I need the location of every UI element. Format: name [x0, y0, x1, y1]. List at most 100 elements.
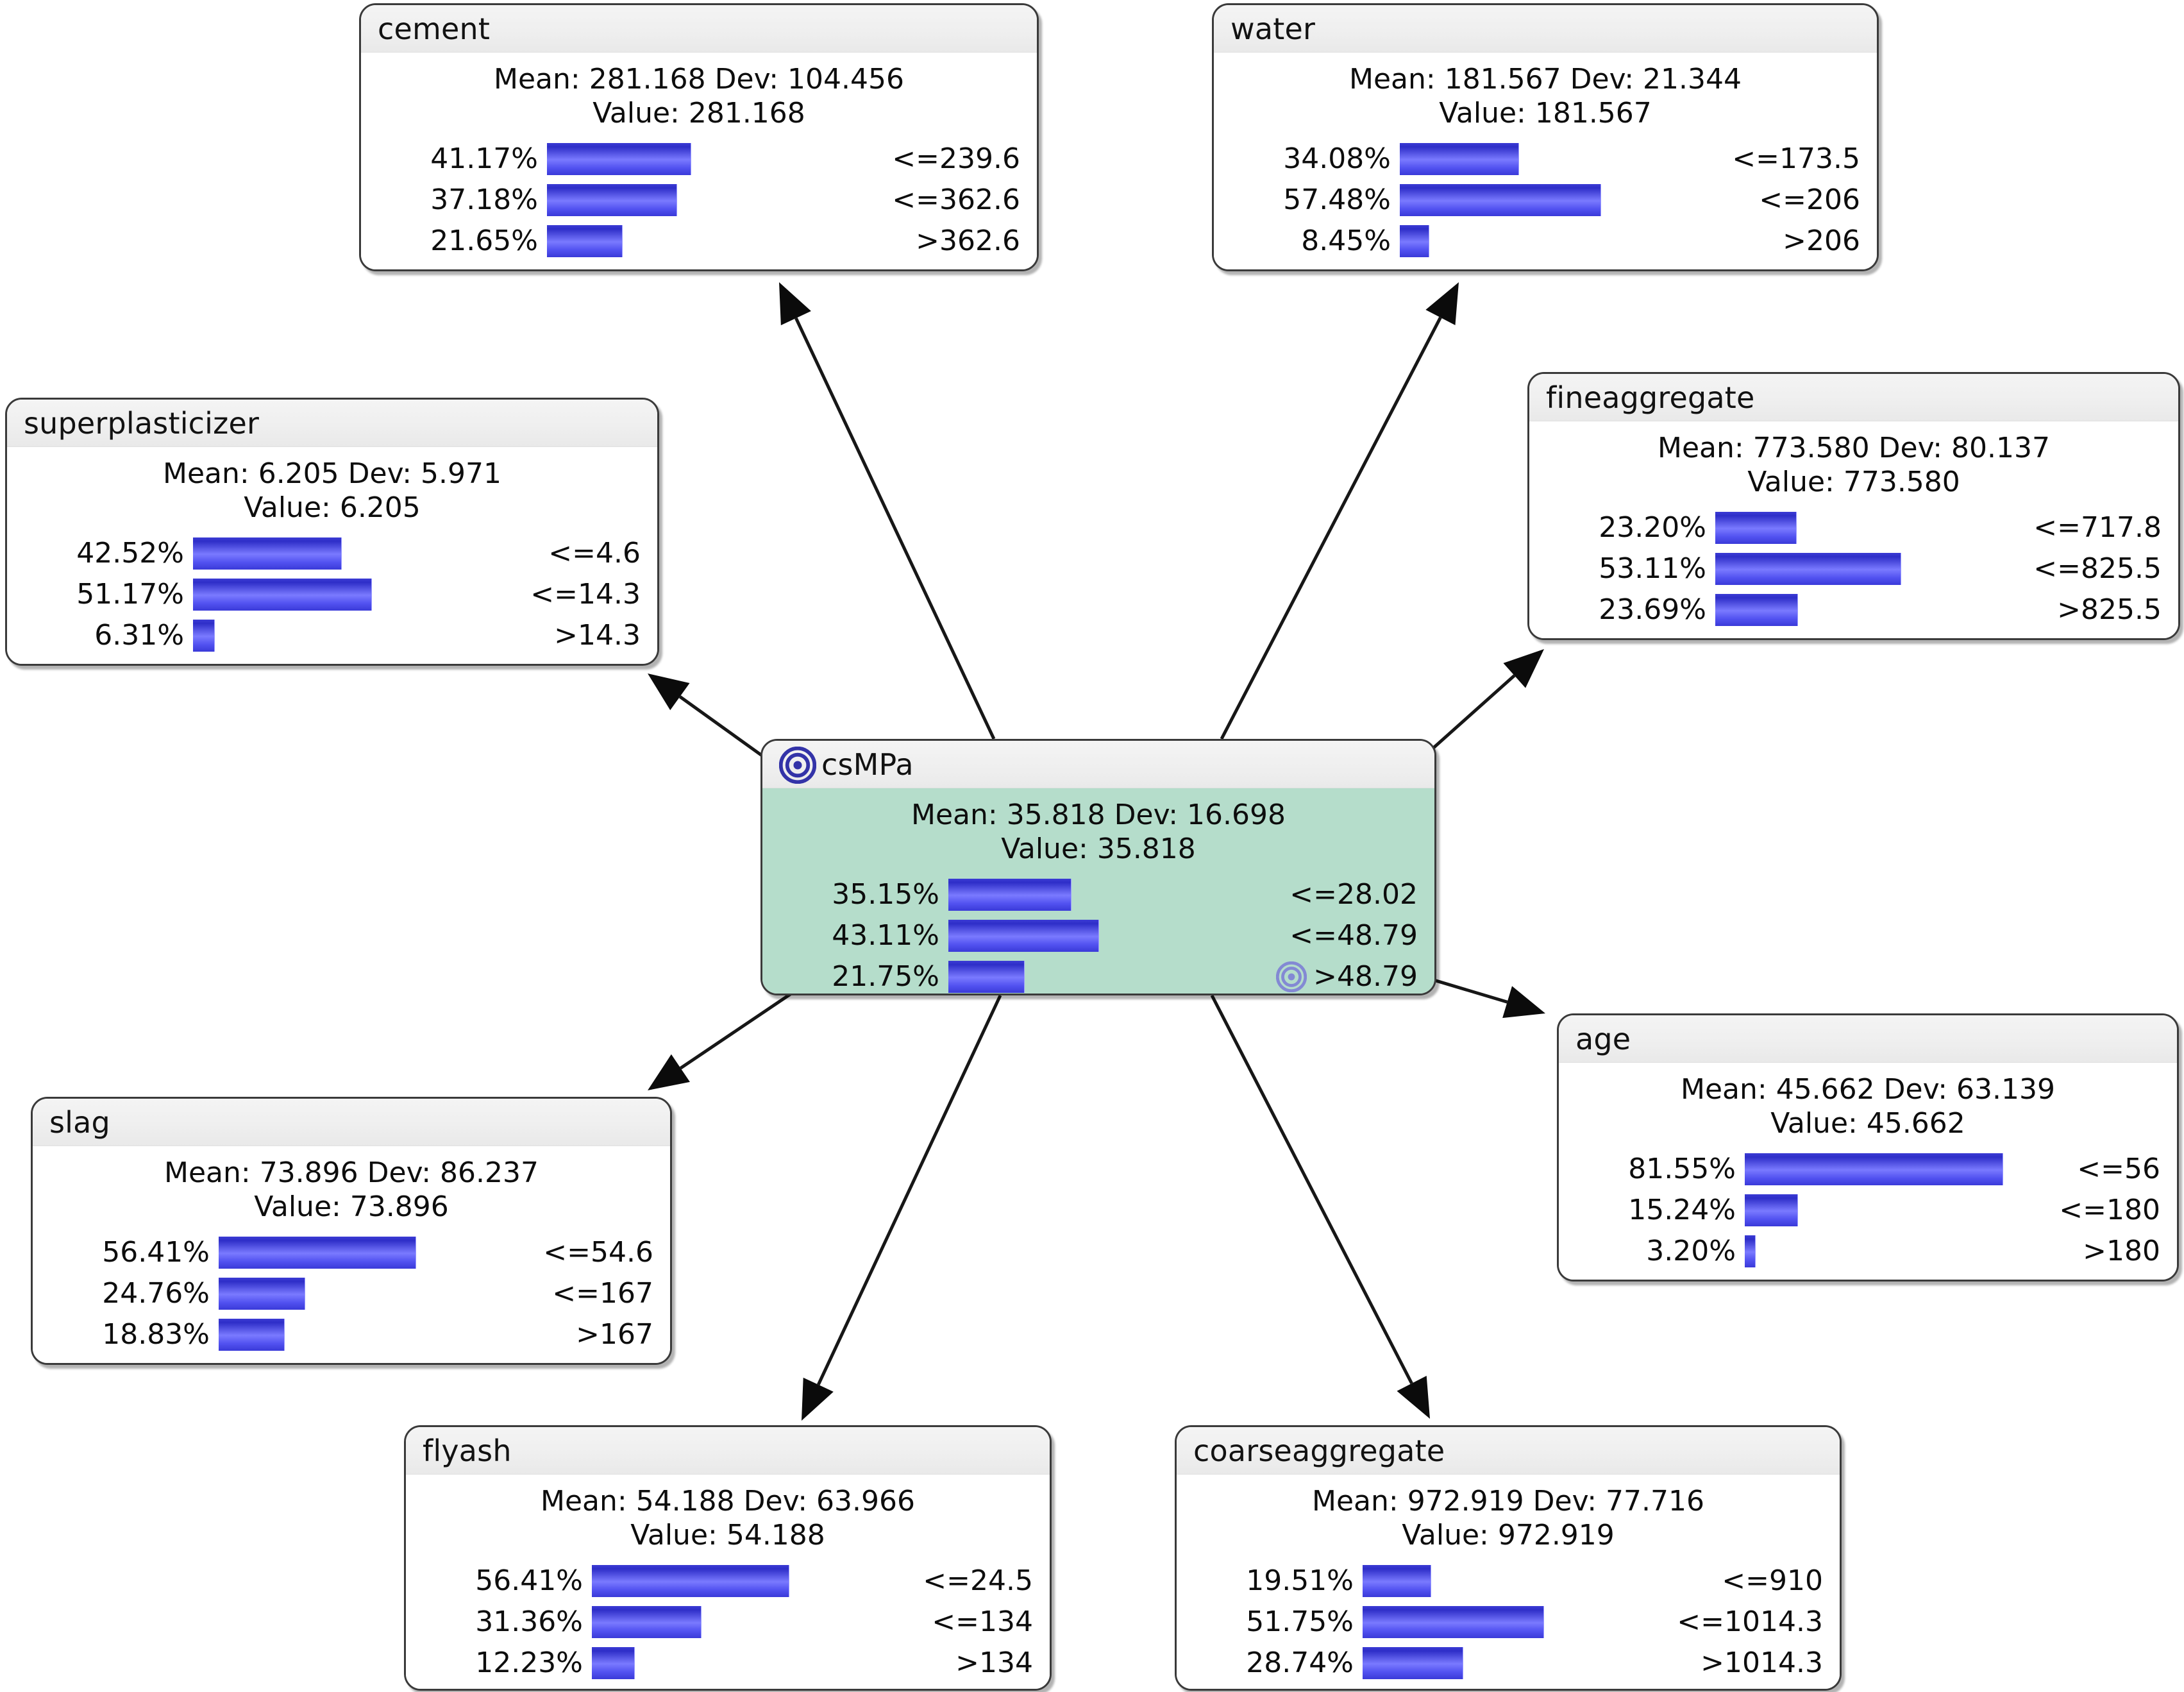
row-state-label: <=206 — [1759, 183, 1860, 217]
row-bar-track — [1706, 511, 1963, 544]
node-title-cement: cement — [378, 11, 491, 46]
distribution-row[interactable]: 34.08%<=173.5 — [1231, 139, 1860, 180]
distribution-row[interactable]: 21.75%>48.79 — [779, 956, 1418, 994]
target-state-bullseye-icon — [1276, 961, 1307, 992]
row-percent: 15.24% — [1628, 1194, 1736, 1227]
row-state-label: <=54.6 — [543, 1236, 653, 1269]
row-state-cell: >206 — [1668, 224, 1860, 257]
distribution-row[interactable]: 15.24%<=180 — [1575, 1190, 2160, 1231]
row-bar-track — [210, 1236, 493, 1269]
distribution-row[interactable]: 51.17%<=14.3 — [24, 574, 641, 615]
node-mean-dev-age: Mean: 45.662 Dev: 63.139 — [1681, 1073, 2055, 1106]
distribution-row[interactable]: 56.41%<=54.6 — [49, 1232, 653, 1273]
distribution-row[interactable]: 57.48%<=206 — [1231, 180, 1860, 221]
row-bar-track — [1354, 1564, 1631, 1597]
node-value-cement: Value: 281.168 — [592, 96, 805, 130]
distribution-row[interactable]: 31.36%<=134 — [423, 1602, 1033, 1643]
distribution-row[interactable]: 23.20%<=717.8 — [1546, 507, 2162, 548]
node-mean-dev-slag: Mean: 73.896 Dev: 86.237 — [164, 1156, 539, 1189]
row-percent: 21.65% — [430, 224, 538, 258]
edge-csmpa-water-arrowhead — [1425, 282, 1459, 326]
distribution-row[interactable]: 19.51%<=910 — [1193, 1561, 1823, 1602]
distribution-row[interactable]: 23.69%>825.5 — [1546, 589, 2162, 630]
row-bar — [219, 1318, 285, 1351]
row-percent: 51.75% — [1246, 1605, 1354, 1639]
distribution-row[interactable]: 81.55%<=56 — [1575, 1149, 2160, 1190]
edge-csmpa-coarseaggregate-line — [1210, 994, 1413, 1385]
edge-csmpa-age-arrowhead — [1502, 986, 1545, 1019]
distribution-row[interactable]: 24.76%<=167 — [49, 1273, 653, 1314]
node-value-superplasticizer: Value: 6.205 — [244, 491, 421, 524]
distribution-row[interactable]: 43.11%<=48.79 — [779, 915, 1418, 956]
distribution-row[interactable]: 56.41%<=24.5 — [423, 1561, 1033, 1602]
row-state-cell: <=56 — [2003, 1153, 2160, 1185]
distribution-row[interactable]: 35.15%<=28.02 — [779, 874, 1418, 915]
row-state-label: >48.79 — [1313, 960, 1418, 994]
distribution-row[interactable]: 51.75% <=1014.3 — [1193, 1602, 1823, 1643]
distribution-row[interactable]: 42.52%<=4.6 — [24, 533, 641, 574]
edge-csmpa-coarseaggregate-arrowhead — [1397, 1375, 1430, 1419]
row-state-label: >134 — [955, 1646, 1033, 1680]
row-bar — [1400, 183, 1601, 216]
distribution-row[interactable]: 53.11%<=825.5 — [1546, 548, 2162, 589]
row-state-label: <=173.5 — [1732, 142, 1860, 176]
distribution-row[interactable]: 21.65% >362.6 — [378, 221, 1020, 262]
row-bar — [1363, 1605, 1544, 1638]
row-state-label: <=24.5 — [923, 1564, 1033, 1598]
row-bar — [948, 878, 1071, 911]
node-header-slag: slag — [33, 1099, 670, 1146]
row-percent: 35.15% — [832, 878, 939, 911]
row-state-cell: <=825.5 — [1963, 552, 2162, 585]
row-state-label: >206 — [1783, 224, 1860, 258]
distribution-row[interactable]: 41.17%<=239.6 — [378, 139, 1020, 180]
row-percent: 31.36% — [475, 1605, 583, 1639]
node-value-csMPa: Value: 35.818 — [1001, 832, 1196, 865]
row-bar-track — [538, 224, 821, 257]
edge-csmpa-cement-line — [794, 317, 996, 740]
row-state-cell: >167 — [493, 1318, 653, 1351]
distribution-row[interactable]: 12.23%>134 — [423, 1643, 1033, 1684]
row-state-cell: <=1014.3 — [1631, 1605, 1823, 1638]
row-state-label: <=167 — [552, 1277, 653, 1310]
distribution-row[interactable]: 28.74%>1014.3 — [1193, 1643, 1823, 1684]
row-bar — [547, 224, 623, 257]
row-state-label: >362.6 — [916, 224, 1020, 258]
row-percent: 18.83% — [102, 1318, 210, 1351]
row-bar-track — [1706, 593, 1963, 626]
row-state-cell: <=239.6 — [821, 142, 1020, 175]
row-state-label: >167 — [576, 1318, 653, 1351]
row-state-cell: >134 — [873, 1646, 1033, 1679]
distribution-row[interactable]: 37.18%<=362.6 — [378, 180, 1020, 221]
distribution-row[interactable]: 8.45%>206 — [1231, 221, 1860, 262]
node-title-age: age — [1575, 1021, 1631, 1056]
row-percent: 6.31% — [94, 619, 184, 652]
row-state-cell: <=173.5 — [1668, 142, 1860, 175]
edge-csmpa-fineaggregate-arrowhead — [1503, 649, 1544, 688]
distribution-row[interactable]: 3.20%>180 — [1575, 1231, 2160, 1272]
edge-csmpa-flyash-line — [816, 994, 1002, 1385]
distribution-row[interactable]: 6.31%>14.3 — [24, 615, 641, 656]
node-title-csMPa: csMPa — [821, 747, 914, 782]
distribution-row[interactable]: 18.83% >167 — [49, 1314, 653, 1355]
